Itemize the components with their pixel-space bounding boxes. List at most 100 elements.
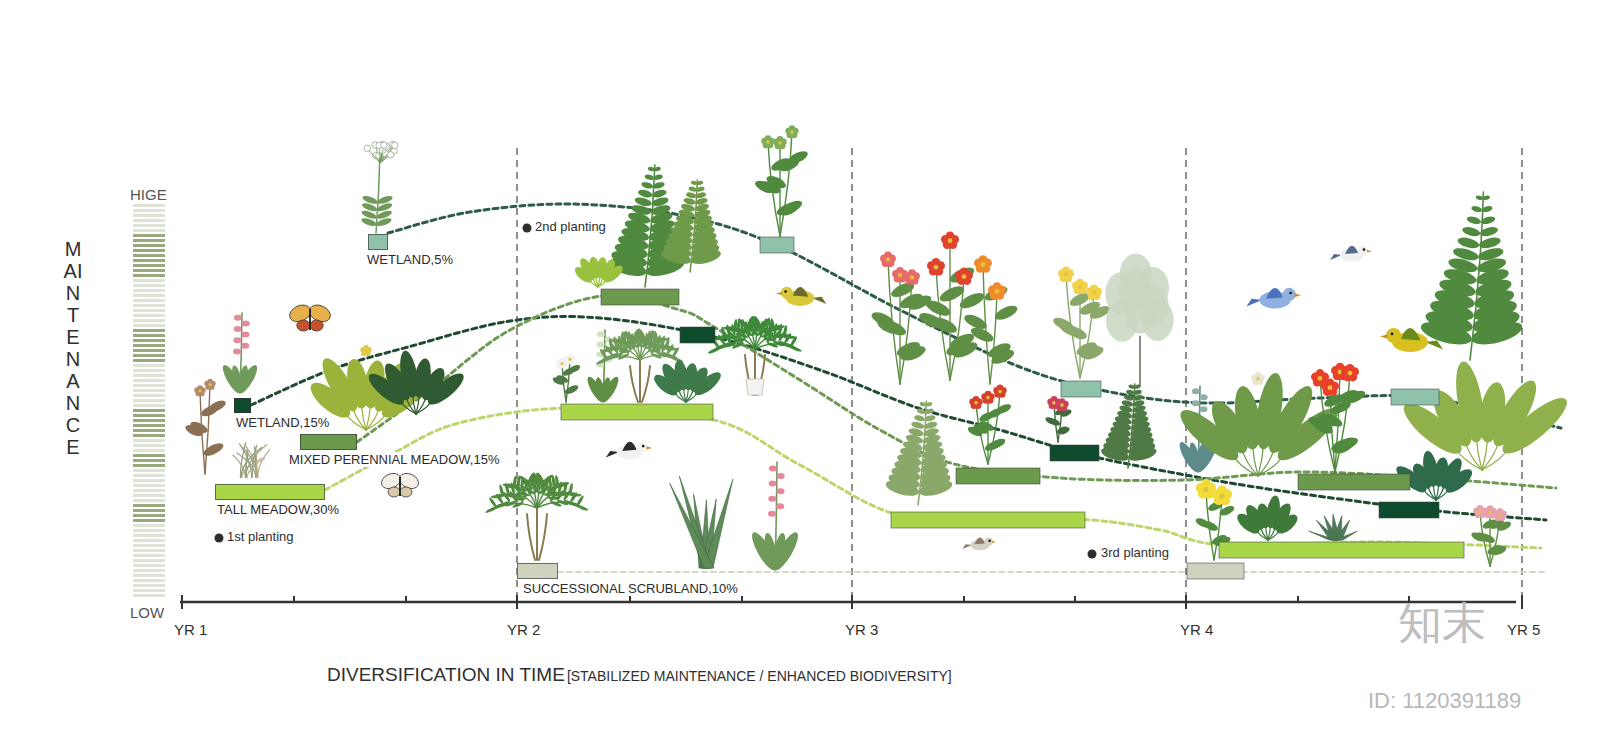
plant-leaf bbox=[1466, 215, 1482, 225]
axis-tick bbox=[741, 596, 743, 603]
butterfly bbox=[287, 302, 333, 331]
bird-beak bbox=[1295, 293, 1302, 297]
time-axis bbox=[180, 601, 1516, 604]
year-label: YR 1 bbox=[174, 621, 207, 638]
bird bbox=[1330, 246, 1372, 262]
flower-center bbox=[981, 262, 986, 267]
scale-stripe bbox=[133, 229, 165, 232]
plant bbox=[1234, 495, 1301, 540]
habitat-bar bbox=[1061, 381, 1101, 397]
scale-stripe bbox=[133, 514, 165, 517]
plant-leaf bbox=[762, 532, 780, 571]
flower-center bbox=[934, 265, 939, 270]
flower-bud bbox=[776, 503, 784, 509]
plant-leaf bbox=[671, 347, 680, 359]
plant bbox=[552, 353, 582, 402]
bird-eye bbox=[1391, 333, 1394, 336]
year-divider bbox=[1521, 148, 1523, 598]
habitat-bar bbox=[517, 563, 558, 579]
flower-center bbox=[1203, 487, 1208, 492]
flower-center bbox=[1219, 493, 1224, 498]
scale-label: HIGE bbox=[130, 186, 167, 203]
plant bbox=[360, 141, 398, 233]
scale-stripe bbox=[133, 584, 165, 587]
plant-leaf bbox=[609, 338, 621, 345]
bird-head bbox=[1386, 328, 1401, 343]
plant-stem bbox=[630, 366, 638, 402]
plant-leaf bbox=[230, 365, 244, 394]
plant bbox=[1419, 192, 1525, 360]
plant-leaf bbox=[1496, 520, 1513, 533]
plant-leaf bbox=[376, 194, 393, 205]
plant-leaf bbox=[638, 328, 647, 340]
plant-leaf bbox=[787, 149, 810, 166]
plant-leaf bbox=[686, 191, 697, 199]
plant bbox=[1105, 253, 1173, 386]
scale-stripe bbox=[133, 354, 165, 357]
plant-leaf bbox=[696, 186, 705, 193]
plant-leaf bbox=[919, 402, 926, 408]
flower-bud bbox=[241, 343, 249, 349]
plant-leaf bbox=[995, 402, 1012, 415]
plant bbox=[670, 476, 733, 568]
umbel-flower bbox=[381, 142, 387, 148]
habitat-bar bbox=[1391, 389, 1439, 405]
axis-tick bbox=[629, 596, 631, 603]
flower-center bbox=[1060, 403, 1064, 407]
butterfly bbox=[379, 470, 421, 497]
scale-stripe bbox=[133, 479, 165, 482]
scale-stripe bbox=[133, 499, 165, 502]
plant bbox=[233, 443, 270, 479]
plant-leaf bbox=[1481, 205, 1493, 213]
axis-tick bbox=[1521, 595, 1523, 609]
plant bbox=[651, 359, 724, 402]
plant-leaf bbox=[491, 495, 503, 499]
plant bbox=[1309, 514, 1358, 540]
flower-center bbox=[209, 383, 212, 386]
plant-leaf bbox=[753, 315, 762, 327]
year-label: YR 2 bbox=[507, 621, 540, 638]
plant bbox=[966, 385, 1012, 464]
scale-stripe bbox=[133, 519, 165, 522]
butterfly-wing bbox=[400, 487, 412, 497]
scale-stripe bbox=[133, 439, 165, 442]
plant-leaf bbox=[765, 173, 788, 190]
plant-leaf bbox=[647, 166, 654, 172]
plant-leaf bbox=[594, 377, 607, 403]
plant bbox=[485, 472, 589, 560]
plant-leaf bbox=[1218, 504, 1235, 517]
bird-wing bbox=[974, 538, 984, 545]
axis-tick bbox=[1074, 596, 1076, 603]
flower-bud bbox=[769, 481, 777, 487]
plant-stem bbox=[539, 514, 547, 560]
habitat-bar bbox=[1379, 502, 1439, 518]
planting-dot bbox=[523, 224, 532, 233]
scale-stripe bbox=[133, 344, 165, 347]
flower-center bbox=[1488, 510, 1492, 514]
bird-eye bbox=[642, 445, 645, 448]
habitat-label: WETLAND,15% bbox=[234, 415, 331, 430]
scale-stripe bbox=[133, 574, 165, 577]
scale-stripe bbox=[133, 489, 165, 492]
plant-leaf bbox=[634, 196, 653, 208]
scale-stripe bbox=[133, 559, 165, 562]
plant-leaf bbox=[683, 197, 697, 206]
bird-wing bbox=[1401, 328, 1421, 340]
plant-leaf bbox=[978, 419, 995, 432]
flower-center bbox=[886, 258, 890, 262]
plant-leaf bbox=[1452, 246, 1480, 263]
plant-leaf bbox=[925, 402, 932, 408]
plant-leaf bbox=[204, 441, 225, 457]
flower-center bbox=[998, 390, 1002, 394]
scale-stripe bbox=[133, 214, 165, 217]
plant-leaf bbox=[691, 180, 698, 185]
plant-leaf bbox=[1128, 384, 1135, 389]
plant-leaf bbox=[536, 472, 545, 484]
plant-leaf bbox=[361, 194, 378, 205]
succulent-leaf bbox=[703, 479, 733, 568]
plant bbox=[1100, 384, 1158, 468]
butterfly-wing bbox=[310, 320, 323, 331]
scale-stripe bbox=[133, 424, 165, 427]
umbel-flower bbox=[392, 142, 398, 148]
